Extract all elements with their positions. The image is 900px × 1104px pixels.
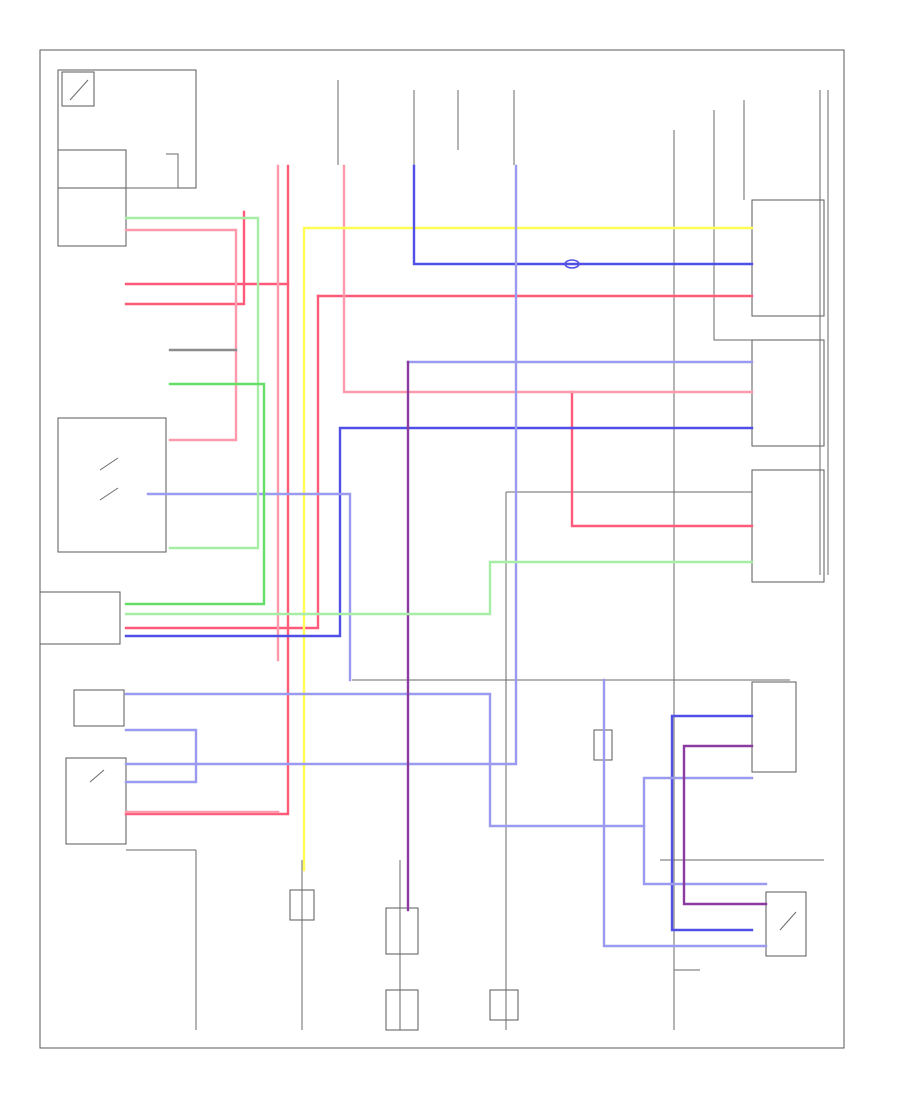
light-blue-wire-right-1 [602, 678, 768, 948]
component-bottom-3 [385, 989, 419, 1031]
green-wire [124, 382, 266, 606]
gray-feed-right [713, 110, 752, 341]
relay-box-lower [65, 757, 127, 845]
relay-box-right-1 [751, 199, 825, 317]
light-blue-wire-right-2 [642, 776, 768, 886]
blue-wire-splice [564, 259, 580, 269]
gray-wire-bottom-right [673, 969, 700, 1030]
light-green-wire-right [124, 560, 754, 616]
blue-wire-top [412, 164, 754, 266]
purple-wire-right [682, 744, 768, 906]
component-bottom-4 [489, 989, 519, 1021]
module-box-left [39, 591, 121, 645]
blue-wire-right-loop [670, 714, 754, 932]
light-blue-wire-main [124, 164, 518, 766]
relay-box-right-3 [751, 469, 825, 583]
light-blue-wire-bottom [124, 692, 646, 828]
relay-box-right-2 [751, 339, 825, 447]
red-wire-branch-2 [124, 210, 246, 306]
relay-box-upper [73, 689, 125, 727]
control-unit-box [57, 149, 127, 247]
relay-coil [61, 71, 95, 107]
pink-wire-main [342, 164, 754, 394]
switch-box-bottom-right [765, 891, 807, 957]
red-wire-right-drop [570, 390, 754, 528]
switch-box-mid-left [57, 417, 167, 553]
connector-block-right [751, 681, 797, 773]
right-frame-lines [819, 90, 829, 575]
relay-contact-lower [89, 769, 105, 783]
gray-drops-bottom [301, 860, 507, 1030]
gray-wire-bottom-left [126, 849, 197, 1030]
gray-feeds-top [337, 80, 515, 165]
diagram-border [39, 49, 845, 1049]
gray-loop-top-left [126, 153, 179, 189]
relay-box-top-left [57, 69, 197, 189]
pink-wire-left [124, 228, 238, 442]
light-blue-wire-loop [124, 728, 198, 784]
light-blue-wire-left [146, 492, 352, 682]
switch-contact-bottom-right [779, 911, 797, 931]
red-wire-module [124, 294, 320, 630]
switch-contacts [99, 457, 119, 501]
relay-switch-contact [69, 79, 89, 101]
component-bottom-2 [385, 907, 419, 955]
red-wire-main [124, 164, 290, 816]
